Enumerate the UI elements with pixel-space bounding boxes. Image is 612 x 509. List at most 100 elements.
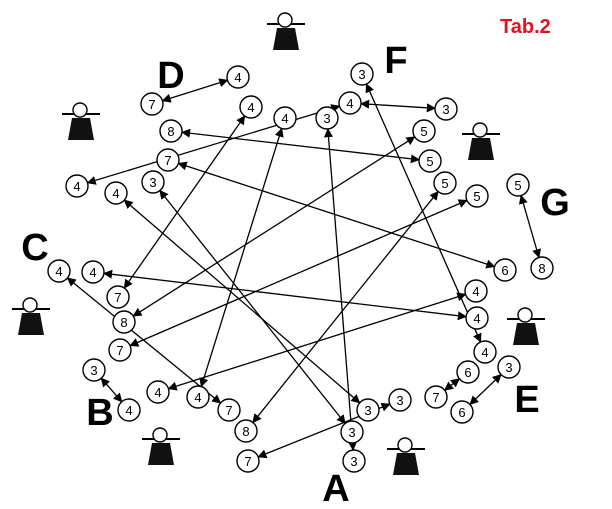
step-node-n21: 4: [466, 307, 488, 329]
step-node-n18: 8: [531, 257, 553, 279]
node-value: 4: [281, 111, 288, 126]
step-node-n9: 3: [316, 107, 338, 129]
step-node-n7: 4: [274, 107, 296, 129]
node-value: 3: [90, 363, 97, 378]
node-value: 5: [420, 124, 427, 139]
node-value: 4: [247, 100, 254, 115]
step-node-n38: 7: [109, 339, 131, 361]
link-arrow-8: [328, 129, 353, 450]
node-value: 3: [505, 360, 512, 375]
step-node-n39: 8: [113, 311, 135, 333]
group-letter-f: F: [384, 40, 407, 82]
gymnast-right-icon: [507, 308, 545, 345]
node-value: 3: [358, 67, 365, 82]
step-node-n20: 4: [465, 280, 487, 302]
node-value: 3: [323, 111, 330, 126]
node-value: 3: [442, 102, 449, 117]
step-node-n16: 5: [466, 185, 488, 207]
node-value: 4: [194, 390, 201, 405]
group-letter-e: E: [514, 379, 539, 421]
gymnast-bottom-right-icon: [387, 438, 425, 475]
step-node-n4: 7: [157, 149, 179, 171]
node-value: 7: [164, 153, 171, 168]
link-arrow-12: [253, 192, 438, 423]
step-node-n12: 3: [435, 98, 457, 120]
node-value: 7: [225, 403, 232, 418]
link-arrow-4: [160, 191, 345, 424]
node-value: 3: [348, 425, 355, 440]
gymnast-top-icon: [267, 13, 305, 50]
node-value: 4: [154, 385, 161, 400]
node-value: 4: [346, 96, 353, 111]
gymnast-bottom-left-icon: [142, 428, 180, 465]
step-node-n13: 5: [413, 120, 435, 142]
gymnast-left-icon: [12, 298, 50, 335]
node-value: 4: [55, 264, 62, 279]
step-node-n6: 4: [240, 96, 262, 118]
node-value: 8: [167, 124, 174, 139]
step-node-n41: 4: [82, 261, 104, 283]
node-value: 3: [350, 454, 357, 469]
group-letter-c: C: [21, 227, 48, 269]
group-letter-d: D: [157, 55, 184, 97]
node-value: 4: [473, 311, 480, 326]
node-value: 6: [501, 263, 508, 278]
step-node-n14: 5: [419, 150, 441, 172]
node-value: 7: [432, 390, 439, 405]
step-node-n37: 3: [83, 359, 105, 381]
link-arrow-15: [104, 273, 466, 316]
step-node-n17: 5: [507, 174, 529, 196]
step-node-n42: 4: [48, 260, 70, 282]
link-arrow-16: [168, 294, 465, 388]
step-node-n35: 4: [147, 381, 169, 403]
gymnast-upper-right-icon: [462, 123, 500, 160]
step-node-n40: 7: [107, 286, 129, 308]
step-node-n36: 4: [118, 399, 140, 421]
node-value: 3: [149, 175, 156, 190]
step-node-n3: 8: [160, 120, 182, 142]
group-letter-a: A: [322, 468, 349, 504]
gymnast-upper-left-icon: [62, 103, 100, 140]
step-node-n27: 3: [389, 389, 411, 411]
step-node-n29: 3: [341, 421, 363, 443]
node-value: 4: [234, 70, 241, 85]
node-value: 4: [89, 265, 96, 280]
step-node-n10: 3: [351, 63, 373, 85]
link-arrow-10: [361, 104, 435, 109]
step-node-n8: 4: [105, 182, 127, 204]
step-node-n33: 7: [218, 399, 240, 421]
node-value: 3: [364, 403, 371, 418]
node-value: 8: [538, 261, 545, 276]
node-value: 4: [472, 284, 479, 299]
table-title: Tab.2: [500, 16, 551, 39]
step-node-n24: 6: [457, 361, 479, 383]
link-arrow-14: [521, 196, 539, 258]
node-value: 4: [481, 345, 488, 360]
step-node-n15: 5: [434, 172, 456, 194]
node-value: 5: [473, 189, 480, 204]
step-node-n5: 3: [142, 171, 164, 193]
link-arrow-22: [88, 106, 340, 183]
step-node-n32: 8: [235, 420, 257, 442]
step-node-n11: 4: [339, 92, 361, 114]
group-letter-g: G: [540, 182, 570, 224]
node-value: 6: [458, 405, 465, 420]
node-value: 4: [73, 179, 80, 194]
step-node-n34: 4: [187, 386, 209, 408]
node-value: 6: [464, 365, 471, 380]
node-value: 7: [116, 343, 123, 358]
node-value: 7: [114, 290, 121, 305]
node-value: 5: [514, 178, 521, 193]
link-arrow-13: [130, 200, 467, 345]
node-value: 8: [242, 424, 249, 439]
node-value: 4: [112, 186, 119, 201]
step-node-n19: 6: [494, 259, 516, 281]
link-arrow-18: [445, 379, 460, 390]
step-node-n1: 4: [227, 66, 249, 88]
node-value: 7: [244, 454, 251, 469]
node-value: 3: [396, 393, 403, 408]
step-node-n28: 3: [357, 399, 379, 421]
group-letter-b: B: [86, 392, 113, 434]
step-node-n23: 3: [498, 356, 520, 378]
